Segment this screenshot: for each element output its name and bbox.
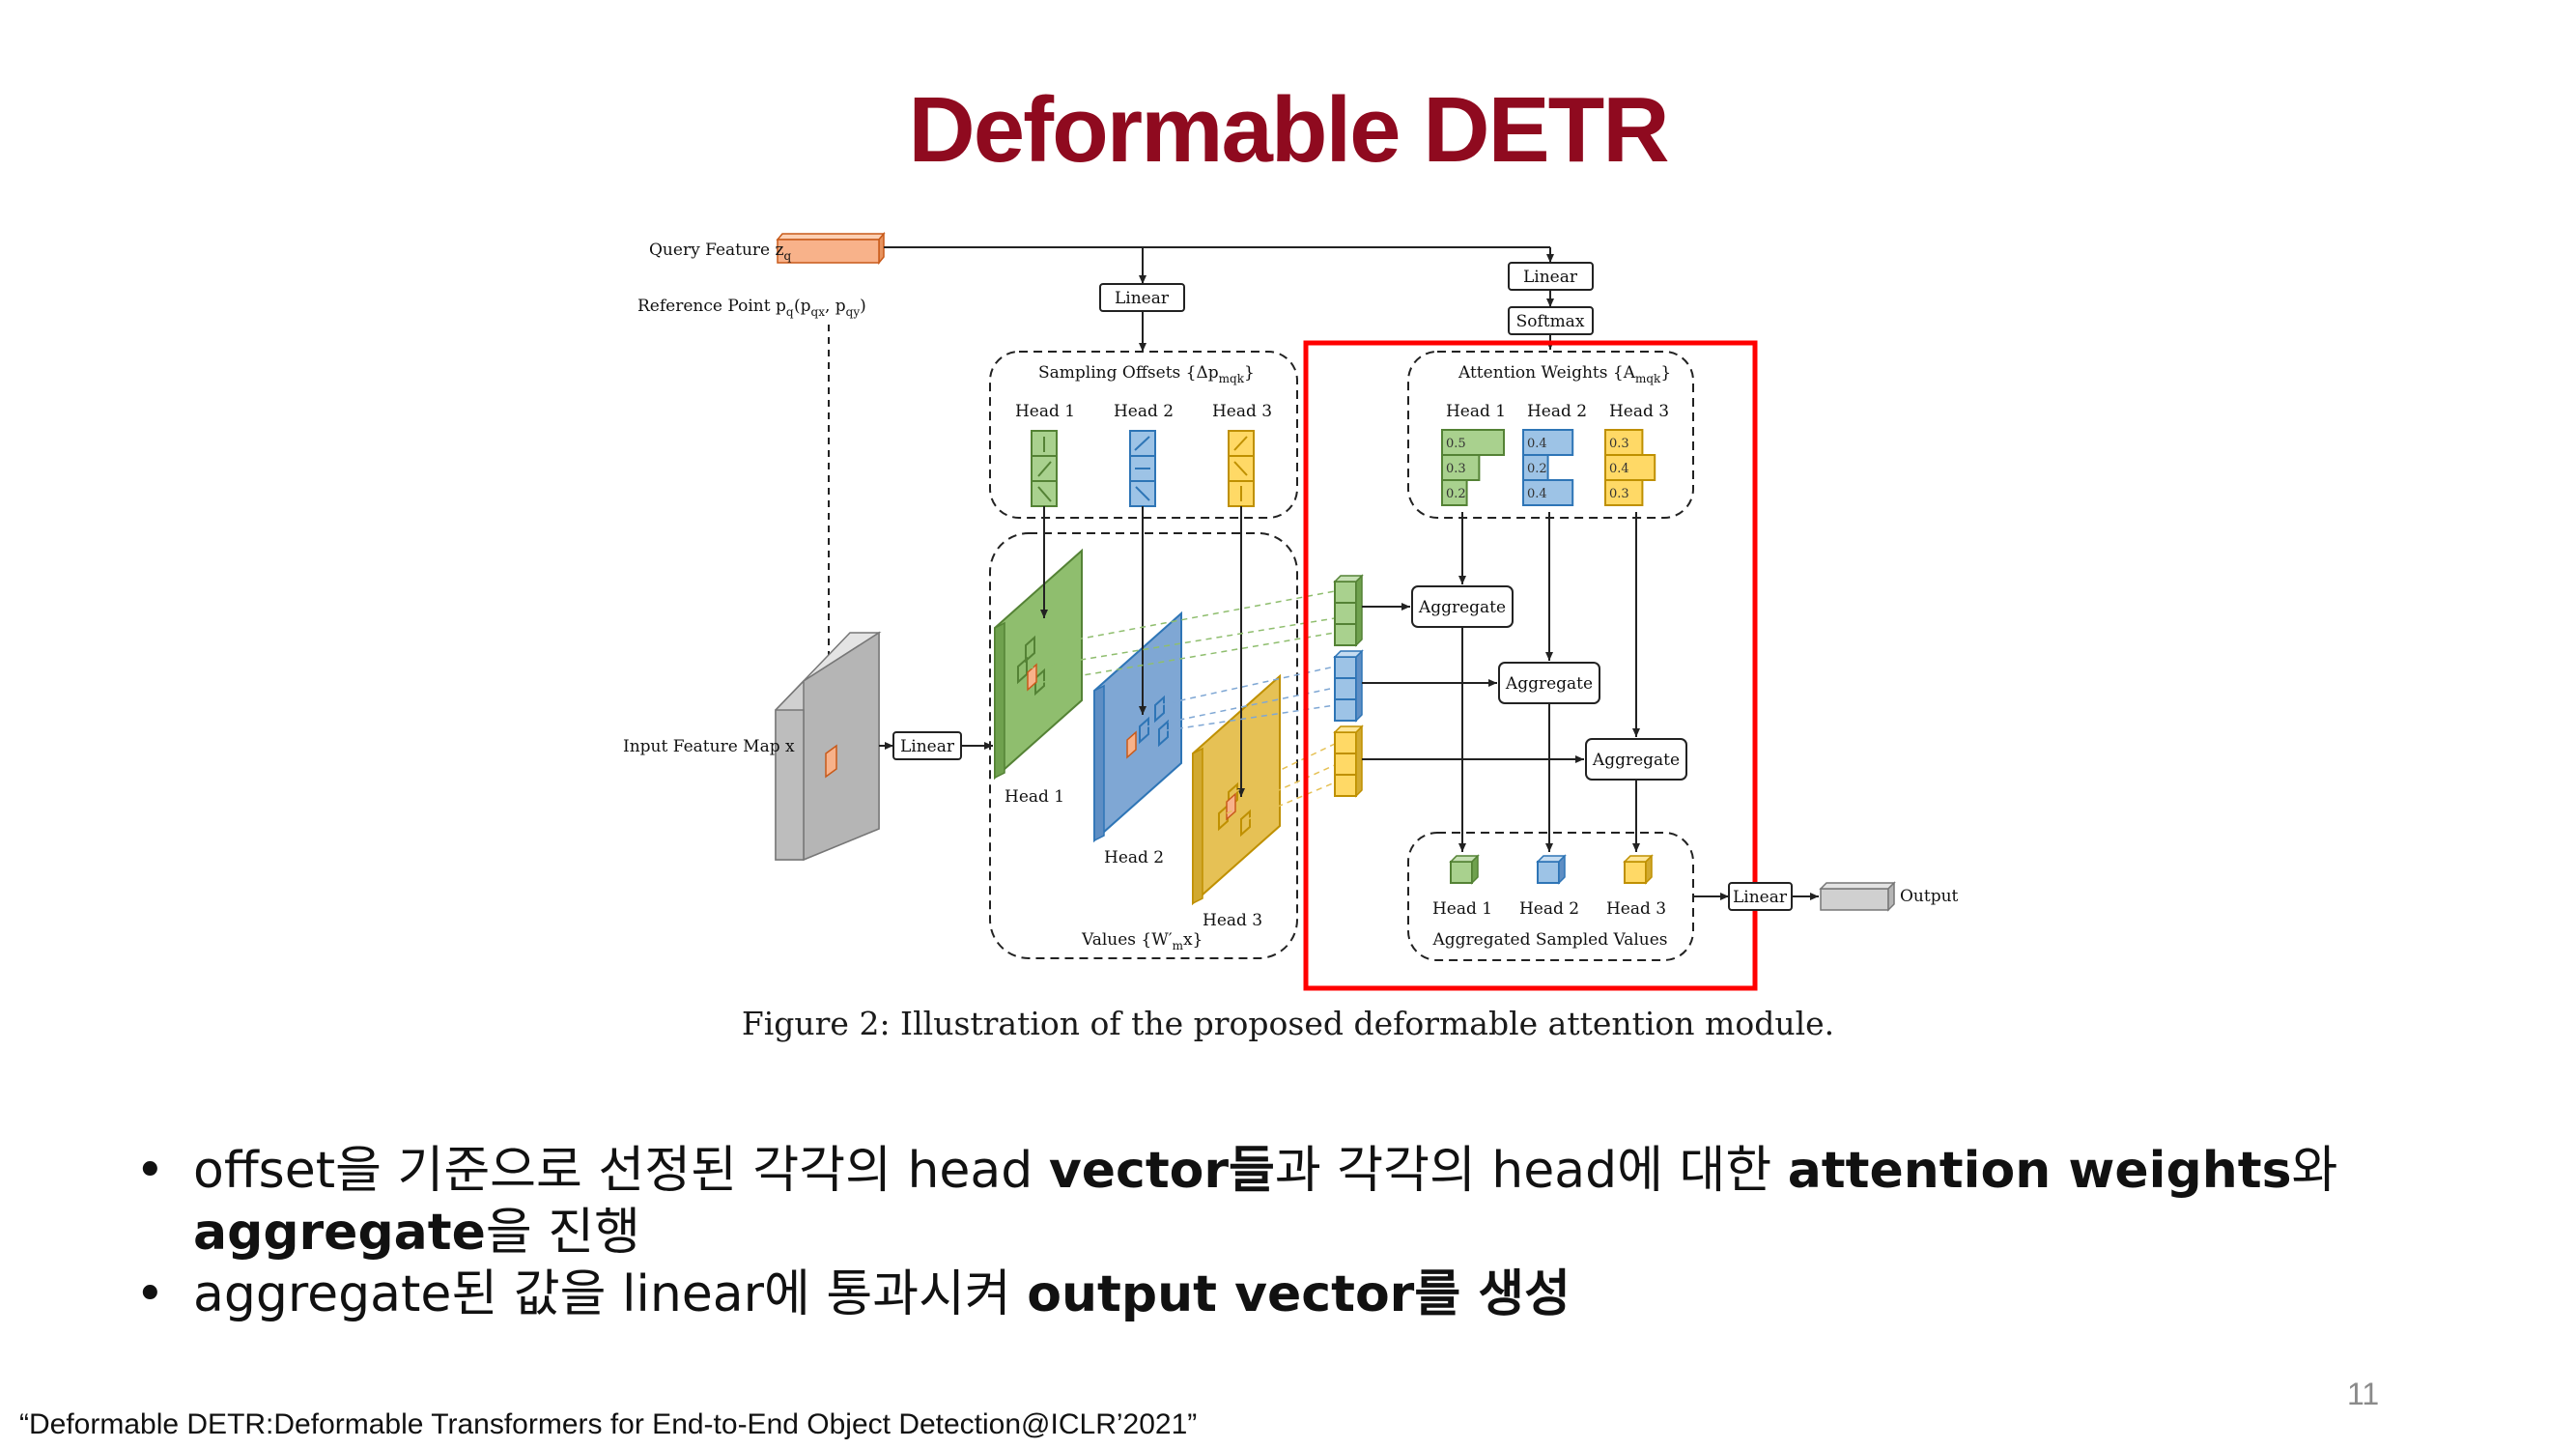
bullet-2-bold: output vector를 생성 bbox=[1027, 1265, 1571, 1323]
reference-point-coords: (pqx, pqy) bbox=[794, 297, 866, 319]
attention-head-2-label: Head 2 bbox=[1527, 402, 1587, 421]
bullet-2-run: aggregate된 값을 linear에 통과시켜 bbox=[193, 1265, 1028, 1323]
input-feature-map bbox=[775, 631, 882, 862]
slide-title: Deformable DETR bbox=[908, 78, 1669, 182]
bullet-1-run: 와 bbox=[2291, 1142, 2338, 1200]
attention-value-head-2-row-3: 0.4 bbox=[1527, 487, 1547, 501]
aggregate-box-3: Aggregate bbox=[1585, 738, 1687, 781]
bullet-1-bold: aggregate bbox=[193, 1204, 486, 1262]
aggregated-head-3-label: Head 3 bbox=[1606, 899, 1666, 919]
svg-text:Linear: Linear bbox=[1115, 289, 1170, 308]
svg-text:Linear: Linear bbox=[900, 737, 955, 756]
aggregate-connectors bbox=[1362, 512, 1640, 852]
bullet-1-run: offset을 기준으로 선정된 각각의 head bbox=[193, 1142, 1049, 1200]
offset-head-1-label: Head 1 bbox=[1015, 402, 1075, 421]
values-label: Values {W′mx} bbox=[1081, 930, 1203, 952]
attention-bar-head-3-row-3 bbox=[1604, 479, 1644, 506]
attention-value-head-1-row-2: 0.3 bbox=[1446, 462, 1466, 476]
attention-head-1-label: Head 1 bbox=[1446, 402, 1506, 421]
deformable-attention-diagram: Query Feature zq Reference Point pq (pqx… bbox=[623, 231, 1959, 991]
attention-value-head-2-row-1: 0.4 bbox=[1527, 437, 1547, 451]
attention-bar-head-2-row-2 bbox=[1522, 454, 1549, 481]
bullet-1-run: 을 진행 bbox=[485, 1204, 640, 1262]
query-feature bbox=[776, 231, 886, 266]
attention-bar-head-2-row-3 bbox=[1522, 479, 1574, 506]
aggregated-head-2-label: Head 2 bbox=[1519, 899, 1579, 919]
bullet-item-1: offset을 기준으로 선정된 각각의 head vector들과 각각의 h… bbox=[135, 1140, 2337, 1264]
value-head-3-label: Head 3 bbox=[1203, 911, 1262, 930]
value-head-2-label: Head 2 bbox=[1104, 848, 1164, 867]
bullet-1-run: 과 각각의 head에 대한 bbox=[1274, 1142, 1788, 1200]
aggregate-box-1: Aggregate bbox=[1411, 585, 1514, 628]
aggregate-box-2: Aggregate bbox=[1498, 662, 1600, 704]
attention-head-3-label: Head 3 bbox=[1609, 402, 1669, 421]
sampled-values-head-3 bbox=[1333, 724, 1364, 798]
aggregated-cube-head-2 bbox=[1536, 854, 1567, 885]
attention-bar-head-3-row-1 bbox=[1604, 429, 1644, 456]
bullet-list: offset을 기준으로 선정된 각각의 head vector들과 각각의 h… bbox=[135, 1140, 2337, 1325]
aggregated-sampled-values-group: Head 1 Head 2 Head 3 Aggregated Sampled … bbox=[1407, 832, 1694, 961]
aggregated-head-1-label: Head 1 bbox=[1432, 899, 1492, 919]
sampled-values-head-2 bbox=[1333, 649, 1364, 723]
attention-value-head-3-row-1: 0.3 bbox=[1609, 437, 1629, 451]
output-label: Output bbox=[1900, 887, 1959, 906]
attention-value-head-2-row-2: 0.2 bbox=[1527, 462, 1547, 476]
head-3-value-map bbox=[1192, 673, 1281, 906]
svg-text:Linear: Linear bbox=[1523, 268, 1578, 287]
citation: “Deformable DETR:Deformable Transformers… bbox=[19, 1408, 1198, 1440]
aggregated-sampled-values-label: Aggregated Sampled Values bbox=[1431, 930, 1667, 950]
svg-text:Softmax: Softmax bbox=[1516, 312, 1585, 331]
bullet-item-2: aggregate된 값을 linear에 통과시켜 output vector… bbox=[135, 1264, 2337, 1325]
linear-offsets-box: Linear bbox=[1099, 283, 1185, 312]
attention-value-head-3-row-3: 0.3 bbox=[1609, 487, 1629, 501]
svg-text:Aggregate: Aggregate bbox=[1592, 751, 1680, 770]
query-connectors bbox=[884, 246, 1554, 352]
linear-input-box: Linear bbox=[892, 731, 962, 760]
aggregated-cube-head-3 bbox=[1623, 854, 1654, 885]
head-2-value-map bbox=[1093, 611, 1182, 843]
figure-caption: Figure 2: Illustration of the proposed d… bbox=[741, 1005, 1835, 1042]
attention-weights-label: Attention Weights {Amqk} bbox=[1458, 363, 1671, 385]
attention-value-head-1-row-1: 0.5 bbox=[1446, 437, 1466, 451]
offset-head-2-label: Head 2 bbox=[1114, 402, 1174, 421]
linear-output-box: Linear bbox=[1728, 882, 1793, 911]
highlight-box bbox=[1303, 340, 1758, 991]
sampling-offsets-label: Sampling Offsets {Δpmqk} bbox=[1038, 363, 1255, 385]
linear-attention-box: Linear bbox=[1508, 262, 1594, 291]
reference-point-label: Reference Point pq bbox=[637, 297, 794, 319]
attention-bar-head-1-row-2 bbox=[1441, 454, 1481, 481]
attention-bar-head-1-row-3 bbox=[1441, 479, 1468, 506]
value-head-1-label: Head 1 bbox=[1005, 787, 1064, 807]
attention-value-head-1-row-3: 0.2 bbox=[1446, 487, 1466, 501]
page-number: 11 bbox=[2347, 1377, 2380, 1411]
sampled-values-head-1 bbox=[1333, 574, 1364, 647]
bullet-1-bold: vector들 bbox=[1048, 1142, 1275, 1200]
svg-text:Aggregate: Aggregate bbox=[1418, 598, 1506, 617]
query-feature-label: Query Feature zq bbox=[649, 241, 791, 263]
attention-weight-bars: 0.5 0.3 0.2 0.4 0.2 0.4 0.3 0.4 0.3 bbox=[1441, 429, 1656, 506]
offset-head-3-label: Head 3 bbox=[1212, 402, 1272, 421]
attention-weights-group: Attention Weights {Amqk} Head 1 Head 2 H… bbox=[1407, 351, 1694, 519]
svg-text:Linear: Linear bbox=[1733, 888, 1788, 907]
head-1-value-map bbox=[994, 548, 1083, 781]
svg-text:Aggregate: Aggregate bbox=[1505, 674, 1593, 694]
sampling-offsets-group: Sampling Offsets {Δpmqk} Head 1 Head 2 H… bbox=[989, 351, 1298, 519]
bullet-1-bold: attention weights bbox=[1787, 1142, 2292, 1200]
softmax-box: Softmax bbox=[1508, 306, 1594, 335]
output-vector bbox=[1819, 881, 1896, 912]
attention-value-head-3-row-2: 0.4 bbox=[1609, 462, 1629, 476]
input-feature-map-label: Input Feature Map x bbox=[623, 737, 795, 756]
aggregated-cube-head-1 bbox=[1449, 854, 1480, 885]
